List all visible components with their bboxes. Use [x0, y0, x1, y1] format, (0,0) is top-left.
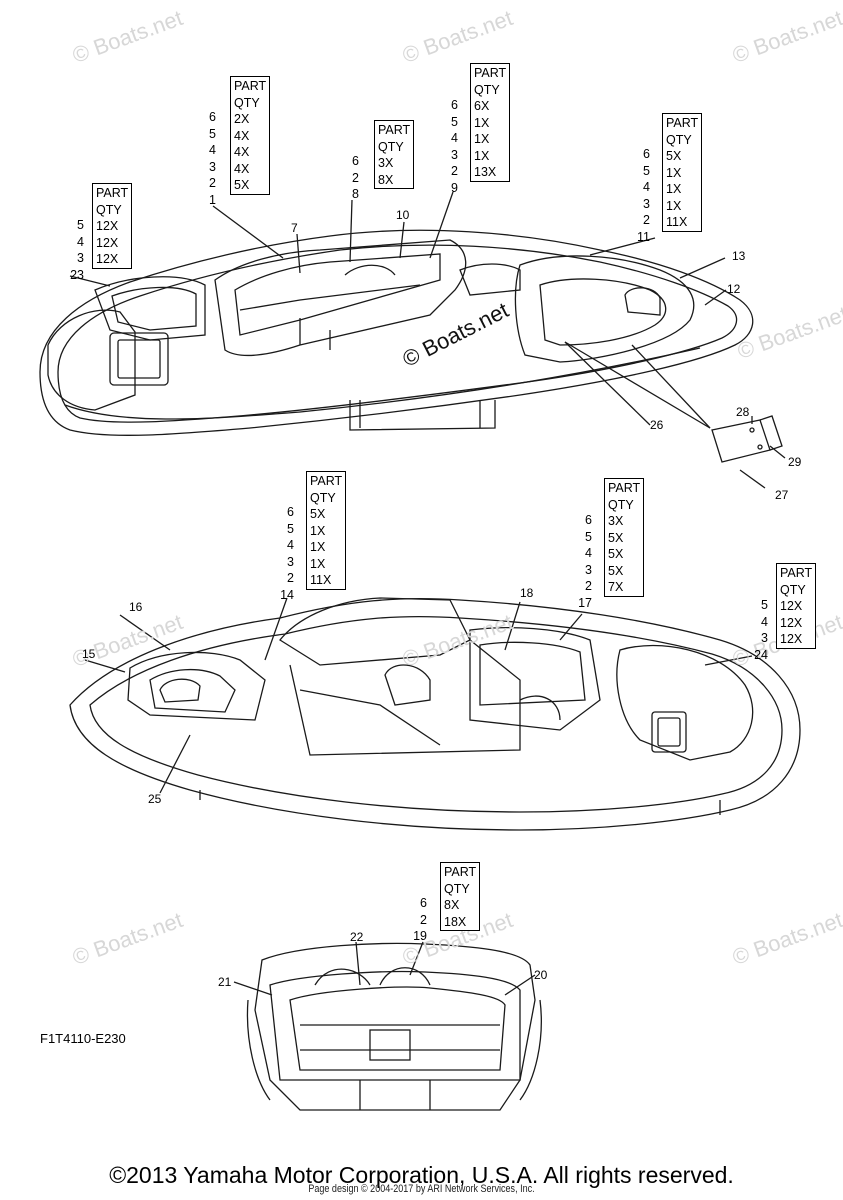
- callout-number: 15: [82, 647, 96, 661]
- copyright-notice: ©2013 Yamaha Motor Corporation, U.S.A. A…: [109, 1162, 734, 1188]
- callout-number: 27: [775, 488, 789, 502]
- callout-number: 21: [218, 975, 232, 989]
- callout-number: 28: [736, 405, 750, 419]
- callout-number: 18: [520, 586, 534, 600]
- callout-number: 29: [788, 455, 802, 469]
- callout-number: 7: [291, 221, 298, 235]
- callout-number: 26: [650, 418, 664, 432]
- callout-number: 12: [727, 282, 741, 296]
- figure-code: F1T4110-E230: [40, 1031, 126, 1046]
- callout-number: 10: [396, 208, 410, 222]
- callout-number: 13: [732, 249, 746, 263]
- middle-hull-drawing: [69, 597, 801, 831]
- callout-number: 16: [129, 600, 143, 614]
- bottom-dash-drawing: [233, 941, 542, 1111]
- page-design-credit: Page design © 2004-2017 by ARI Network S…: [308, 1183, 535, 1195]
- callout-number: 20: [534, 968, 548, 982]
- callout-number: 22: [350, 930, 364, 944]
- callout-number: 25: [148, 792, 162, 806]
- top-hull-drawing: [39, 191, 786, 489]
